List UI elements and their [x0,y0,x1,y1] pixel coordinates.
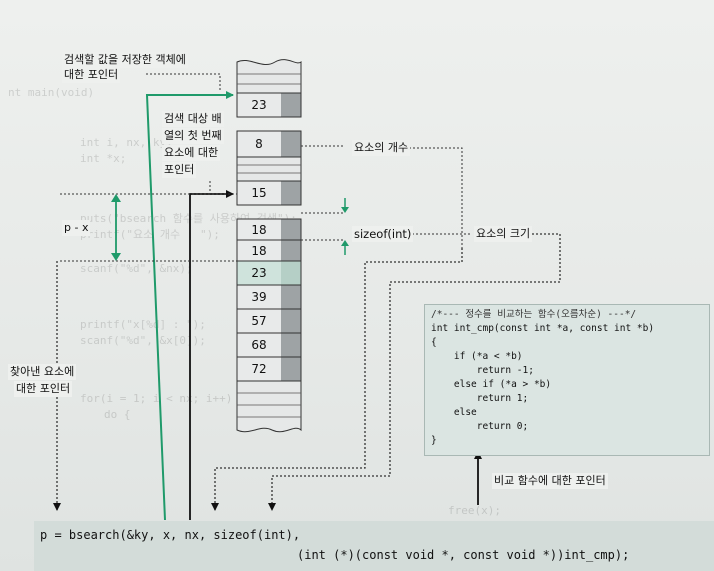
bsearch-call: p = bsearch(&ky, x, nx, sizeof(int), (in… [34,521,714,571]
array-cell-shade [281,93,301,117]
array-cell-shade [281,261,301,285]
offset-label: p - x [62,220,91,236]
array-cell-value: 18 [251,222,267,237]
element-size-label: 요소의 크기 [474,226,533,242]
first-element-label-1: 검색 대상 배 [162,111,224,127]
code-line: else if (*a > *b) [431,379,552,390]
found-pointer-label-1: 찾아낸 요소에 [8,364,77,380]
code-line: return -1; [431,365,534,376]
element-count-label: 요소의 개수 [352,140,411,156]
array-bottom [236,380,302,433]
background-text: printf("x[%d] : "); [80,318,206,331]
array-cell-shade [281,285,301,309]
first-element-label-3: 요소에 대한 [162,145,221,161]
array-cell-value: 72 [251,362,267,376]
call-line-2: (int (*)(const void *, const void *))int… [297,548,630,562]
array-cell-shade [281,181,301,205]
array-cell-shade [281,357,301,381]
background-text: do { [104,408,131,421]
array-cell-value: 18 [251,243,267,258]
code-line: if (*a < *b) [431,351,523,362]
array-cell-value: 23 [251,98,267,112]
code-line: return 0; [431,421,529,432]
first-element-label-4: 포인터 [162,162,197,178]
array-cell-shade [281,219,301,240]
compare-function-label: 비교 함수에 대한 포인터 [492,473,608,489]
array-cell-shade [281,309,301,333]
key-pointer-label-1: 검색할 값을 저장한 객체에 [62,52,188,68]
code-line: /*--- 정수를 비교하는 함수(오름차순) ---*/ [431,309,637,320]
code-line: int int_cmp(const int *a, const int *b) [431,323,655,334]
size-arrow [268,233,561,511]
array-cell-value: 15 [251,186,267,200]
compare-function-code: /*--- 정수를 비교하는 함수(오름차순) ---*/ int int_cm… [424,304,710,456]
array-cell-value: 23 [251,266,267,280]
array-cell-value: 8 [255,137,263,151]
code-line: else [431,407,477,418]
background-text: free(x); [448,504,501,517]
background-text: scanf("%d", &x[0]); [80,334,206,347]
code-line: { [431,337,437,348]
array-cells [236,92,302,382]
code-line: return 1; [431,393,529,404]
array-cell-value: 68 [251,338,267,352]
first-element-label-2: 열의 첫 번째 [162,128,224,144]
array-cell-value: 39 [251,290,267,304]
code-line: } [431,435,437,446]
array-cell-shade [281,333,301,357]
count-arrow [211,248,463,511]
key-pointer-arrow [145,91,234,521]
array-top [236,59,302,94]
background-text: scanf("%d", &nx); [80,262,193,275]
array-cell-shade [281,240,301,261]
background-text: int *x; [80,152,127,165]
background-text: for(i = 1; i < nx; i++) { [80,392,246,405]
background-text: nt main(void) [8,86,95,99]
background-text: printf("요소 개수 : "); [80,228,220,241]
array-cell-value: 57 [251,314,267,328]
found-pointer-label-2: 대한 포인터 [14,381,73,397]
array-cell-shade [281,131,301,157]
call-line-1: p = bsearch(&ky, x, nx, sizeof(int), [40,528,301,542]
sizeof-label: sizeof(int) [352,226,414,242]
first-element-arrow [189,190,234,520]
key-pointer-label-2: 대한 포인터 [62,67,121,83]
